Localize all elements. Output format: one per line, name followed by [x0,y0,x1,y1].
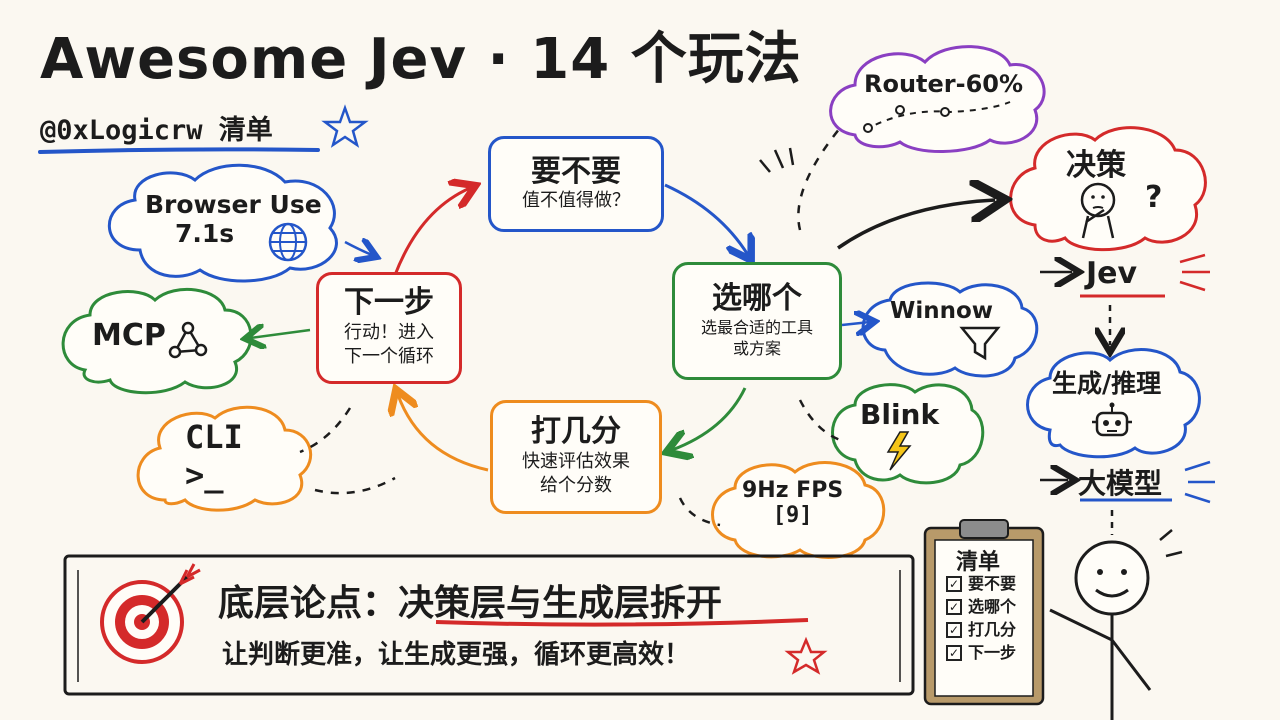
checklist-item: ✓打几分 [946,618,1016,641]
target-icon [100,563,201,664]
llm-label: 大模型 [1078,467,1163,500]
checkbox-icon: ✓ [946,644,962,661]
checklist-title: 清单 [956,550,1001,575]
robot-icon [1092,402,1132,437]
winnow-cloud [861,281,1039,378]
router-label: Router-60% [864,70,1024,98]
step-right-sub1: 选最合适的工具 [700,317,813,337]
page-title: Awesome Jev · 14 个玩法 [40,27,802,92]
arrow-browser-to-left [344,242,372,255]
checklist-item: ✓下一步 [946,641,1016,664]
step-bottom-title: 打几分 [531,414,621,450]
checklist-item: ✓要不要 [946,572,1016,595]
jev-label: Jev [1086,256,1138,291]
globe-icon [268,222,308,262]
author-handle: @0xLogicrw 清单 [40,115,273,146]
dash-router [797,127,841,231]
dash-cli-bottom [314,476,396,495]
network-icon [168,321,208,359]
stick-figure-icon [1049,529,1183,720]
star-icon [321,104,369,148]
checklist: ✓要不要 ✓选哪个 ✓打几分 ✓下一步 [946,572,1016,664]
thinking-person-icon [1080,182,1116,239]
step-bottom-sub2: 给个分数 [540,475,612,497]
step-left-title: 下一步 [344,285,434,321]
arrow-right-to-winnow [841,322,870,325]
mcp-label: MCP [92,318,166,353]
dash-fps [678,497,721,527]
checkbox-icon: ✓ [946,598,962,615]
step-top-title: 要不要 [531,153,621,189]
thesis-sub: 让判断更准，让生成更强，循环更高效！ [222,640,691,670]
dash-blink [798,399,841,442]
decision-question-icon: ? [1145,180,1163,215]
step-top-box: 要不要 值不值得做？ [488,136,664,232]
step-right-box: 选哪个 选最合适的工具 或方案 [672,262,842,380]
cli-label: CLI >_ [185,418,243,494]
winnow-label: Winnow [890,298,994,324]
red-star-icon [784,636,828,675]
step-bottom-sub1: 快速评估效果 [522,450,630,472]
checklist-item: ✓选哪个 [946,595,1016,618]
thesis-main: 底层论点：决策层与生成层拆开 [218,583,723,624]
step-right-sub2: 或方案 [732,339,781,359]
decision-label: 决策 [1066,148,1126,183]
blink-label: Blink [860,398,940,431]
arrow-bottom-to-left [398,395,489,472]
router-cloud [829,45,1046,153]
fps-label: 9Hz FPS [9] [742,478,844,528]
arrow-left-to-mcp [250,330,311,338]
lightning-icon [886,431,912,471]
step-bottom-box: 打几分 快速评估效果 给个分数 [490,400,662,514]
step-right-title: 选哪个 [712,281,802,317]
step-left-sub2: 下一个循环 [344,346,434,368]
thesis-frame [63,554,915,696]
step-left-sub1: 行动！进入 [344,321,434,343]
checkbox-icon: ✓ [946,575,962,592]
browser-use-label: Browser Use 7.1s [145,190,322,248]
funnel-icon [959,326,1001,361]
generation-label: 生成/推理 [1052,369,1162,398]
handle-underline [38,147,320,154]
dash-cli [299,407,352,454]
arrow-right-to-bottom [672,387,747,450]
checkbox-icon: ✓ [946,621,962,638]
browser-use-cloud [107,163,338,283]
step-top-sub: 值不值得做？ [522,190,630,212]
mcp-cloud [61,287,253,395]
arrow-left-to-top [393,188,470,276]
cli-cloud [136,405,313,512]
big-arrow-to-decision [837,200,995,250]
arrow-top-to-right [664,183,748,255]
step-left-box: 下一步 行动！进入 下一个循环 [316,272,462,384]
fps-cloud [711,461,886,559]
